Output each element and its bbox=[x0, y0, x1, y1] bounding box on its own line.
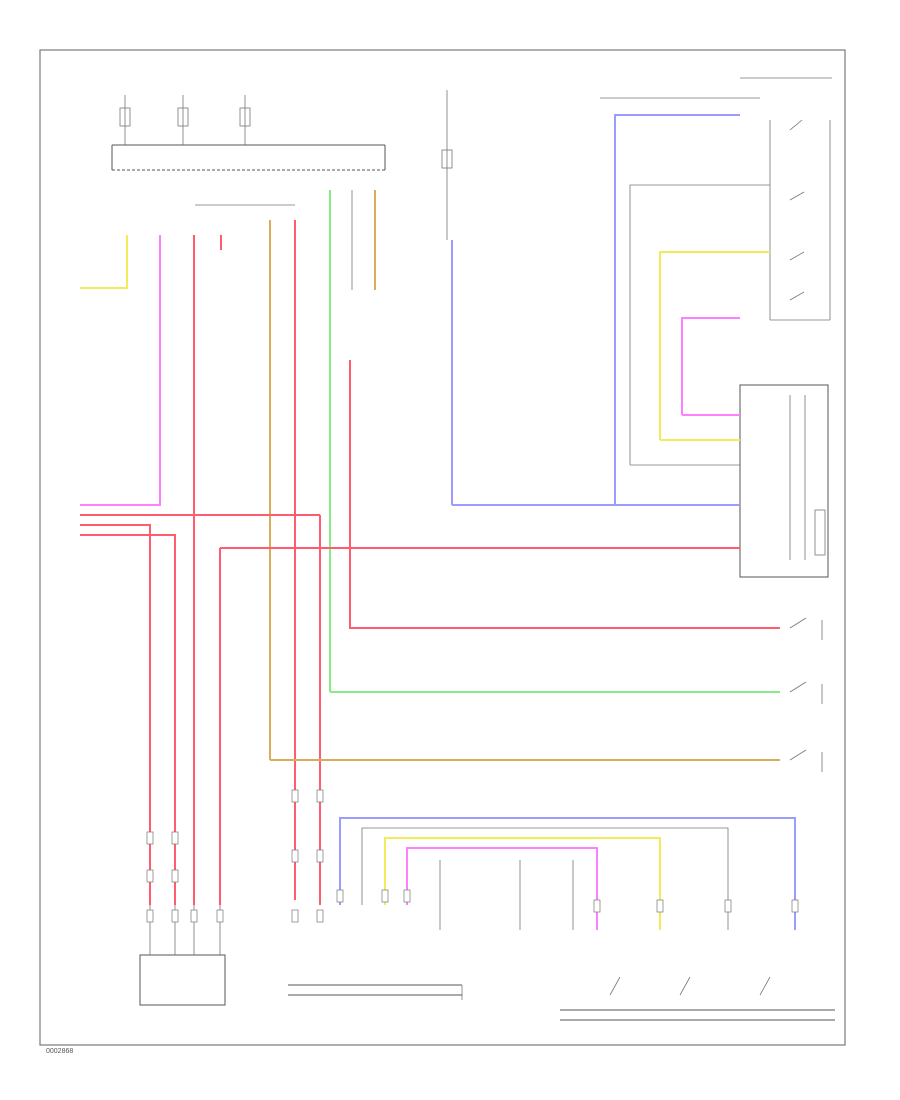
inline-connectors bbox=[146, 789, 799, 923]
regulator-switch-box bbox=[739, 384, 829, 578]
diagram-code: 0002868 bbox=[46, 1048, 73, 1055]
horizontal-wires bbox=[80, 114, 780, 905]
left-regulator-connector bbox=[288, 984, 463, 1000]
vertical-wires bbox=[80, 190, 453, 905]
door-switches bbox=[789, 617, 823, 772]
power-feed bbox=[441, 90, 453, 240]
bottom-harness bbox=[339, 817, 796, 930]
diagram-border bbox=[39, 49, 846, 1046]
fuse-block bbox=[111, 95, 386, 206]
right-regulator-connector bbox=[560, 976, 835, 1021]
right-switch-array bbox=[600, 77, 832, 321]
